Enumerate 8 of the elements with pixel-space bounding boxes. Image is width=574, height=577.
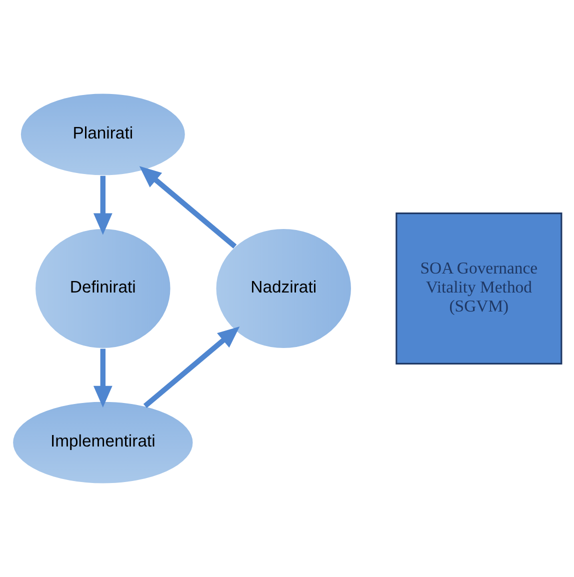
node-ellipse: Implementirati xyxy=(12,400,194,484)
arrow xyxy=(139,166,237,249)
node-box: SOA Governance Vitality Method (SGVM) xyxy=(396,212,562,364)
arrow xyxy=(93,176,112,235)
node-ellipse: Planirati xyxy=(20,92,186,176)
arrow xyxy=(93,348,112,408)
node-ellipse: Definirati xyxy=(34,228,172,350)
arrow xyxy=(143,326,240,408)
